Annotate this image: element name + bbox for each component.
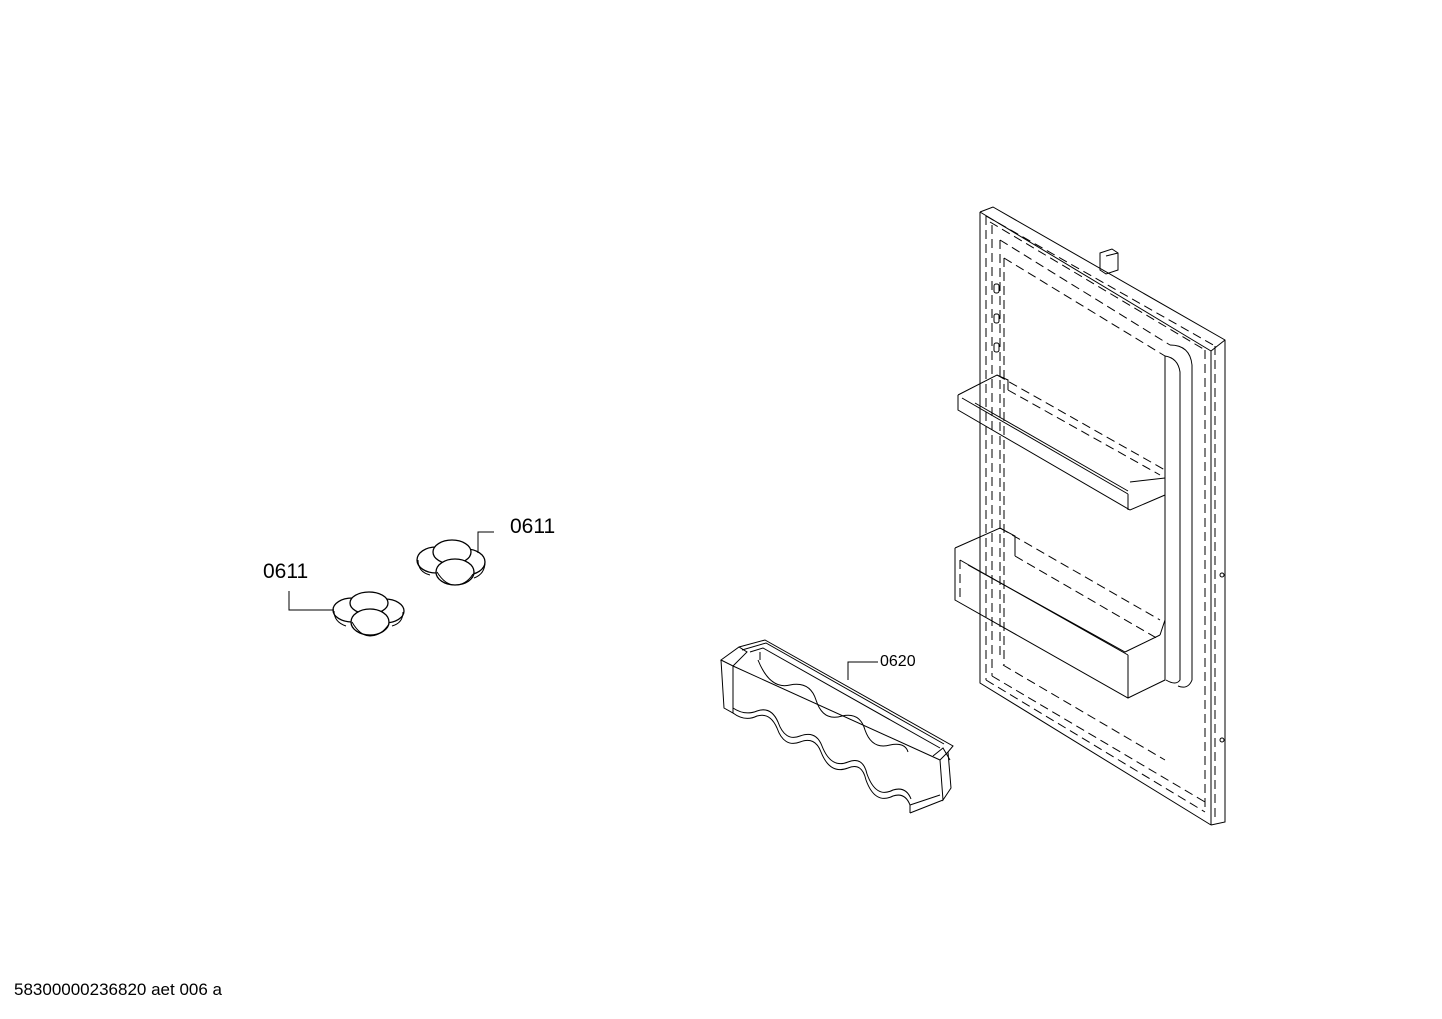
egg-tray-b-illustration xyxy=(416,539,486,586)
egg-tray-a-illustration xyxy=(332,591,405,637)
leader-line-egg-tray-a xyxy=(288,591,334,611)
drawing-code: 58300000236820 aet 006 a xyxy=(14,980,222,999)
door-bin-illustration xyxy=(720,639,954,814)
leader-line-door-bin xyxy=(847,661,878,680)
part-callout-egg-tray-b[interactable]: 0611 xyxy=(510,515,556,538)
door-liner-illustration xyxy=(954,206,1226,826)
part-callout-door-bin[interactable]: 0620 xyxy=(880,653,916,670)
leader-line-egg-tray-b xyxy=(477,531,494,553)
part-callout-egg-tray-a[interactable]: 0611 xyxy=(263,560,309,583)
